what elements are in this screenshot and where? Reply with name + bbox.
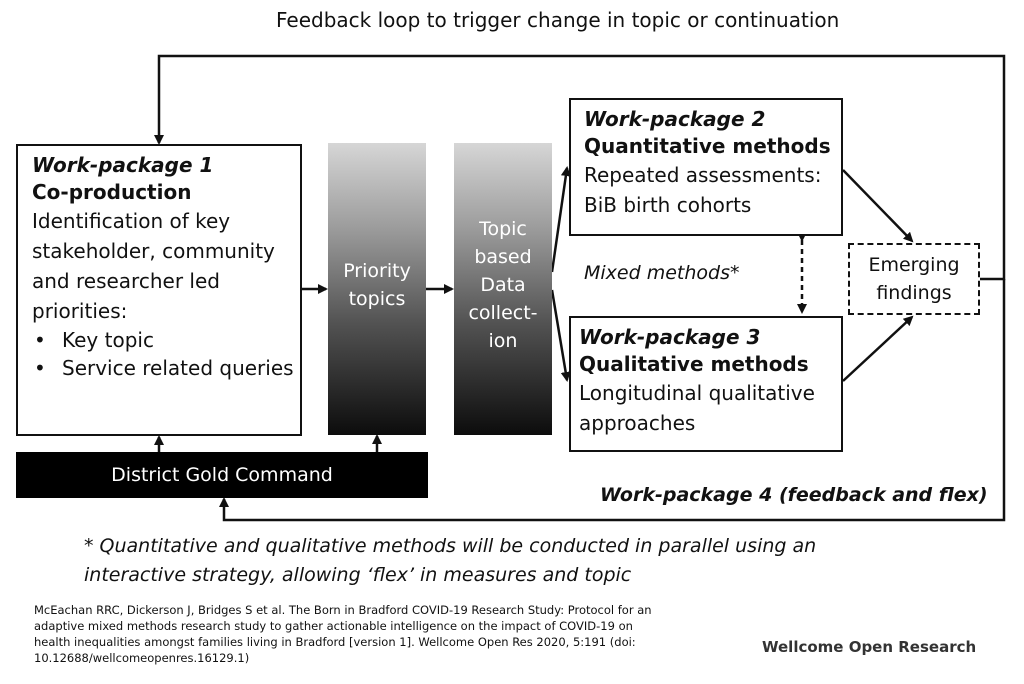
wp1-subtitle: Co-production <box>32 180 192 204</box>
feedback-loop-arrow <box>154 54 1006 281</box>
wp3-subtitle: Qualitative methods <box>579 352 809 376</box>
mixed-methods-label: Mixed methods* <box>584 262 740 284</box>
work-package-2-box: Work-package 2 Quantitative methods Repe… <box>569 98 843 236</box>
wp3-to-emerging-arrow <box>842 315 914 382</box>
wp1-title: Work-package 1 <box>32 153 214 177</box>
wp2-title: Work-package 2 <box>584 107 766 131</box>
wp3-title: Work-package 3 <box>579 325 761 349</box>
wp1-bullet: Service related queries <box>32 354 300 382</box>
publisher-brand: Wellcome Open Research <box>762 638 977 656</box>
wp1-bullet: Key topic <box>32 326 300 354</box>
wp1-text: Identification of key stakeholder, commu… <box>32 209 275 323</box>
topic-data-collection-column: Topic based Data collect- ion <box>454 143 552 435</box>
wp2-text: Repeated assessments: BiB birth cohorts <box>584 163 822 217</box>
topic-to-wp3-arrow <box>550 289 571 382</box>
wp3-text: Longitudinal qualitative approaches <box>579 381 815 435</box>
methods-footnote: * Quantitative and qualitative methods w… <box>84 535 817 586</box>
wp4-loop-arrow <box>219 279 1006 522</box>
citation-text: McEachan RRC, Dickerson J, Bridges S et … <box>34 603 652 665</box>
wp1-bullet-list: Key topic Service related queries <box>32 326 300 382</box>
emerging-findings-box: Emerging findings <box>848 243 980 315</box>
topic-to-wp2-arrow <box>550 166 571 273</box>
district-gold-command-banner: District Gold Command <box>16 452 428 498</box>
work-package-3-box: Work-package 3 Qualitative methods Longi… <box>569 316 843 452</box>
wp2-to-emerging-arrow <box>842 169 914 243</box>
feedback-loop-title: Feedback loop to trigger change in topic… <box>276 8 840 32</box>
wp2-subtitle: Quantitative methods <box>584 134 831 158</box>
work-package-1-box: Work-package 1 Co-production Identificat… <box>16 144 302 436</box>
priority-topics-column: Priority topics <box>328 143 426 435</box>
priority-topics-label: Priority topics <box>343 260 411 310</box>
work-package-4-label: Work-package 4 (feedback and flex) <box>600 484 988 506</box>
